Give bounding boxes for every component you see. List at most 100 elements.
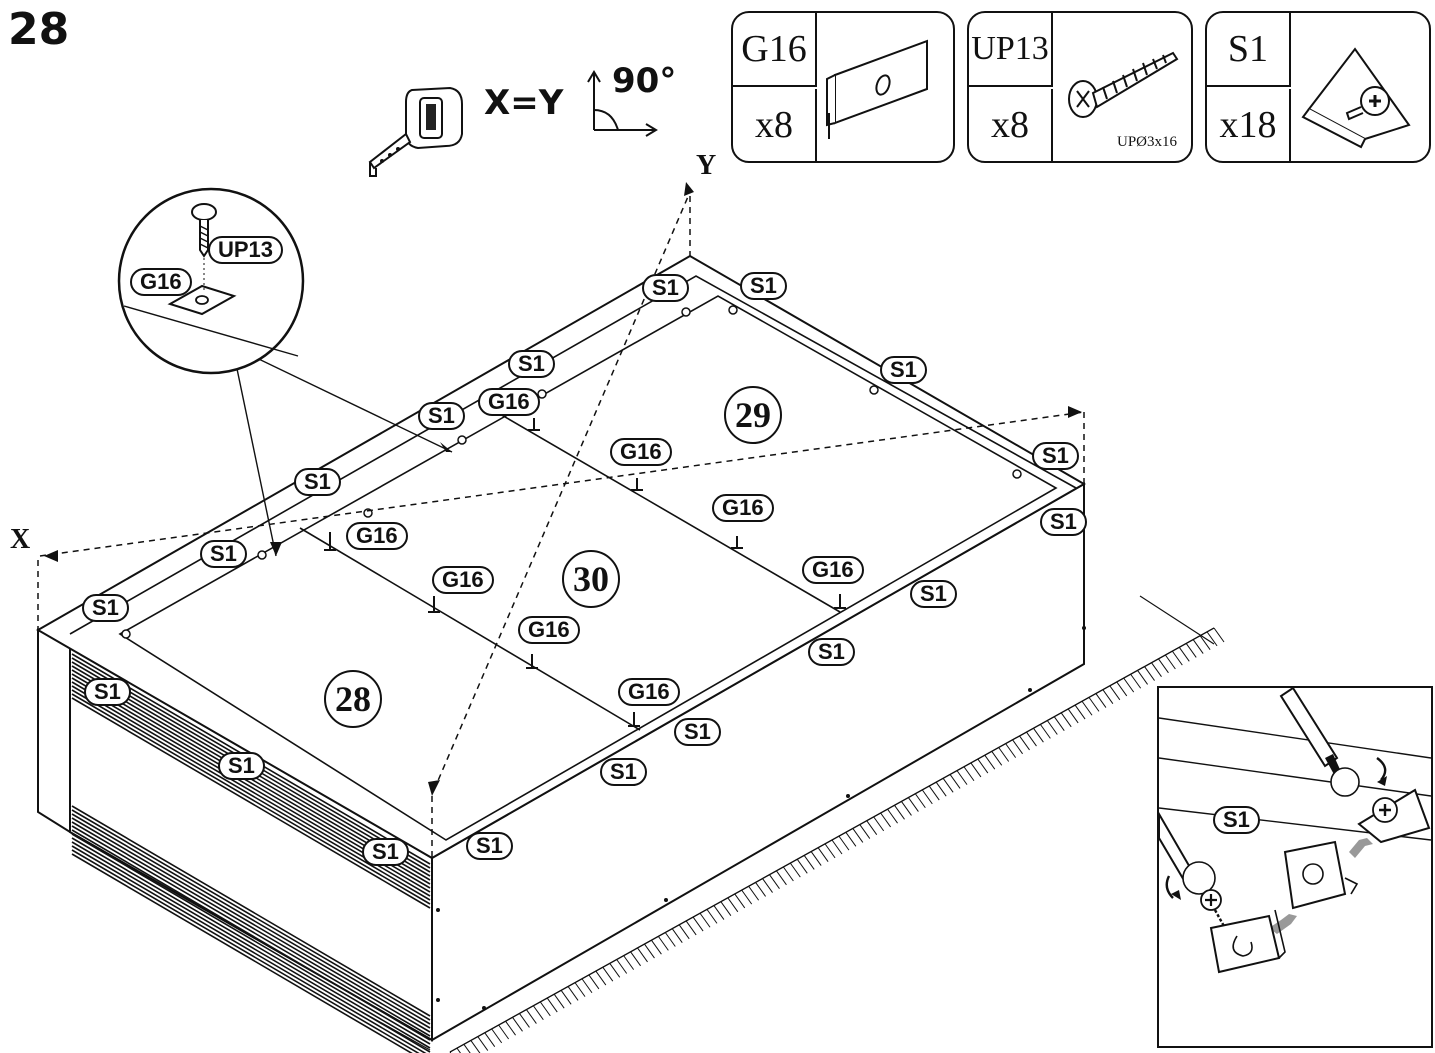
hatch-stroke [824,843,836,859]
hatch-stroke [1081,700,1093,716]
bracket-label: S1 [910,580,957,608]
screw-spec: UPØ3x16 [1116,134,1177,150]
hatch-stroke [671,928,683,943]
slat-line [71,825,431,1037]
hatch-stroke [588,974,600,990]
hatch-stroke [532,1005,544,1021]
hatch-stroke [1102,689,1114,704]
hatch-stroke [720,901,732,916]
bracket-label: S1 [808,638,855,666]
part-box-s1: S1 x18 [1205,11,1431,163]
inset-drawing [1159,688,1431,974]
hatch-stroke [1053,716,1065,731]
hatch-stroke [894,805,905,820]
part-box-up13: UP13 x8 UPØ3x16 [967,11,1193,163]
hatch-stroke [616,959,628,974]
hatch-stroke [1213,627,1225,643]
plate-label: G16 [518,616,580,644]
hatch-stroke [560,990,572,1005]
hatch-stroke [623,955,635,970]
hatch-stroke [498,1024,510,1040]
hatch-stroke [852,828,864,843]
bracket-label: S1 [1040,508,1087,536]
hatch-stroke [789,862,801,878]
hatch-stroke [539,1001,551,1017]
axis-y-label: Y [696,150,717,181]
hatch-stroke [602,966,614,982]
part-quantity: x8 [733,89,817,161]
hatch-stroke [657,936,669,951]
hatch-stroke [1109,685,1121,701]
plate-label: G16 [346,522,408,550]
hatch-stroke [998,747,1010,762]
hatch-stroke [755,882,767,897]
hatch-stroke [567,986,579,1001]
bracket-label: S1 [84,678,131,706]
hatch-stroke [859,824,871,839]
hatch-stroke [741,889,753,905]
hatch-stroke [762,878,773,893]
slat-line [71,853,413,1053]
hatch-stroke [484,1032,496,1048]
hatch-stroke [519,1013,530,1028]
hatch-stroke [949,774,961,789]
bracket-label: S1 [466,832,513,860]
part-code: UP13 [969,13,1053,87]
angle-text: 90° [612,61,677,101]
bracket-label: S1 [880,356,927,384]
slat-line [71,821,431,1033]
plate-label: G16 [610,438,672,466]
hatch-stroke [1026,731,1037,747]
hatch-stroke [574,982,586,997]
hatch-stroke [727,897,739,913]
hatch-stroke [1012,739,1023,755]
hatch-stroke [1116,681,1128,697]
hatch-stroke [553,993,565,1009]
part-box-g16: G16 x8 [731,11,955,163]
inset-bracket-label: S1 [1213,806,1260,834]
hatch-stroke [1199,635,1211,650]
corner-bracket-icon [1301,47,1411,149]
bracket-label: S1 [1032,442,1079,470]
detail-callout [117,187,305,375]
hatch-stroke [873,816,885,832]
screw-icon [1068,51,1179,118]
hatch-stroke [887,808,898,824]
hatch-stroke [921,789,933,805]
hatch-stroke [963,766,975,782]
hatch-stroke [644,943,655,959]
hatch-stroke [1088,697,1100,712]
hatch-stroke [1005,743,1017,758]
slat-line [71,833,431,1045]
hatch-stroke [525,1009,537,1024]
slat-line [71,805,431,1017]
panel-number-30: 30 [562,550,620,608]
hatch-stroke [1158,658,1169,674]
hatch-stroke [1144,666,1155,681]
hatch-stroke [1060,712,1072,728]
hatch-stroke [1185,643,1197,658]
hatch-stroke [942,778,954,793]
hatch-stroke [692,916,704,932]
hatch-stroke [1137,670,1149,685]
hatch-stroke [1178,646,1190,662]
hatch-stroke [914,793,926,809]
bracket-label: S1 [740,272,787,300]
plate-label: G16 [712,494,774,522]
hatch-stroke [769,874,780,889]
hatch-stroke [470,1040,481,1053]
plate-label: G16 [618,678,680,706]
hatch-stroke [776,870,787,886]
plate-label: G16 [802,556,864,584]
hatch-stroke [1019,735,1030,751]
hatch-stroke [685,920,697,936]
axis-x-label: X [10,524,31,555]
hatch-stroke [796,858,808,874]
slat-line [71,841,431,1053]
part-quantity: x8 [969,89,1053,161]
panel-number-28: 28 [324,670,382,728]
bracket-label: S1 [508,350,555,378]
bracket-label: S1 [600,758,647,786]
bracket-label: S1 [200,540,247,568]
